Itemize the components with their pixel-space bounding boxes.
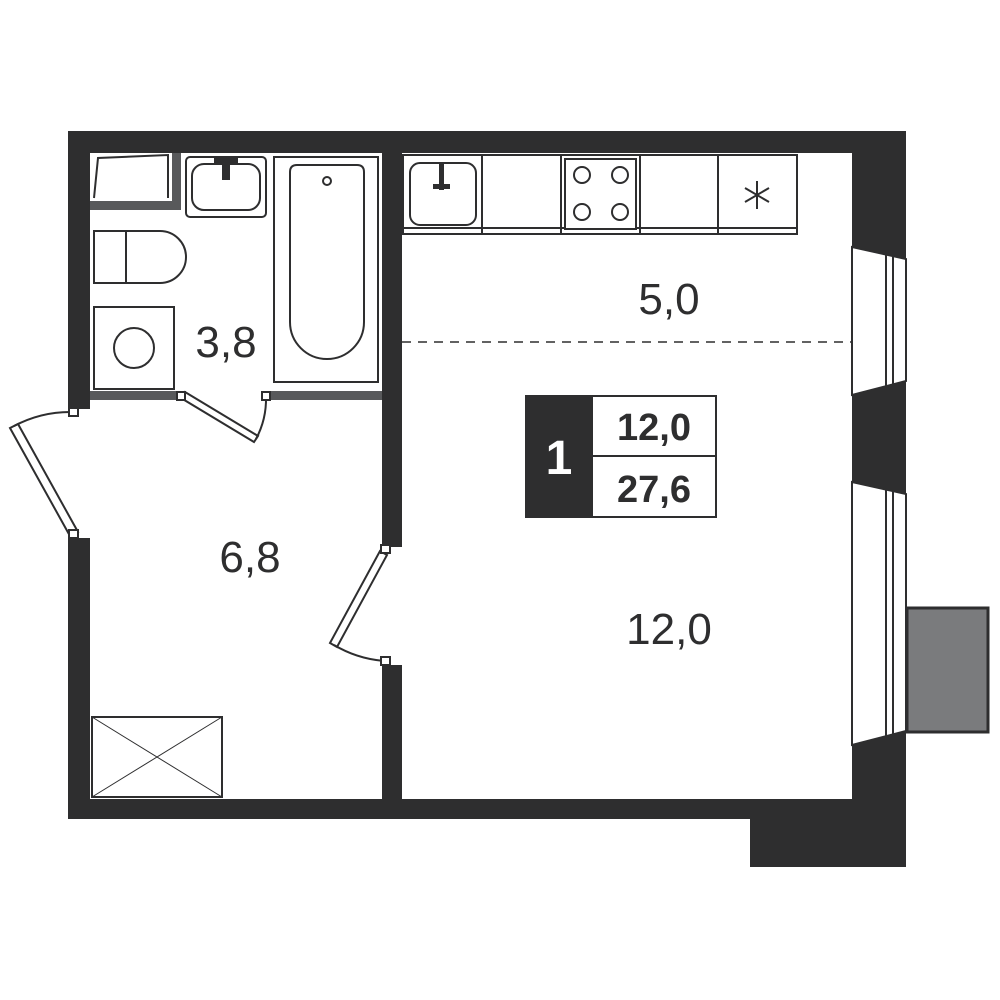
outer-walls xyxy=(68,131,906,867)
bathroom-fixtures xyxy=(93,153,379,390)
rooms-count-box xyxy=(526,396,593,517)
duct-wall-h xyxy=(90,201,181,210)
apartment-badge: 1 12,0 27,6 xyxy=(525,395,717,518)
bathtub xyxy=(273,156,379,383)
doors xyxy=(8,390,391,666)
window-upper xyxy=(851,245,907,397)
wall-right-pier xyxy=(852,381,906,494)
hallway-area-label: 6,8 xyxy=(219,533,280,582)
wall-right-bottom xyxy=(852,731,906,867)
kitchen-area-label: 5,0 xyxy=(638,275,699,324)
living-area-value: 12,0 xyxy=(617,407,691,449)
interior-walls xyxy=(90,131,402,819)
bathroom-area-label: 3,8 xyxy=(195,318,256,367)
bath-wall-left xyxy=(90,391,180,400)
window-lower xyxy=(851,480,907,747)
bathroom-door xyxy=(176,390,271,444)
balcony-block xyxy=(905,606,990,734)
washing-machine xyxy=(93,306,175,390)
wall-top xyxy=(68,131,906,153)
rooms-count: 1 xyxy=(546,432,573,485)
bath-wall-right xyxy=(266,391,382,400)
wall-partition-upper xyxy=(382,131,402,547)
wall-bottom xyxy=(68,799,854,819)
duct-shaft xyxy=(93,153,169,199)
windows xyxy=(851,245,907,747)
toilet xyxy=(93,230,187,284)
wardrobe xyxy=(91,716,223,798)
wall-right-top xyxy=(852,131,906,259)
stove xyxy=(564,158,637,230)
wall-left-upper xyxy=(68,131,90,409)
wall-left-lower xyxy=(68,538,90,819)
snowflake-icon xyxy=(744,181,770,209)
living-room-area-label: 12,0 xyxy=(626,605,712,654)
total-area-value: 27,6 xyxy=(617,469,691,511)
entrance-door xyxy=(8,407,80,539)
duct-wall-v xyxy=(172,153,181,210)
room-door xyxy=(328,544,391,666)
wall-partition-lower xyxy=(382,665,402,819)
kitchen-sink xyxy=(409,162,477,226)
washbasin xyxy=(185,156,267,218)
kitchen xyxy=(402,154,798,235)
